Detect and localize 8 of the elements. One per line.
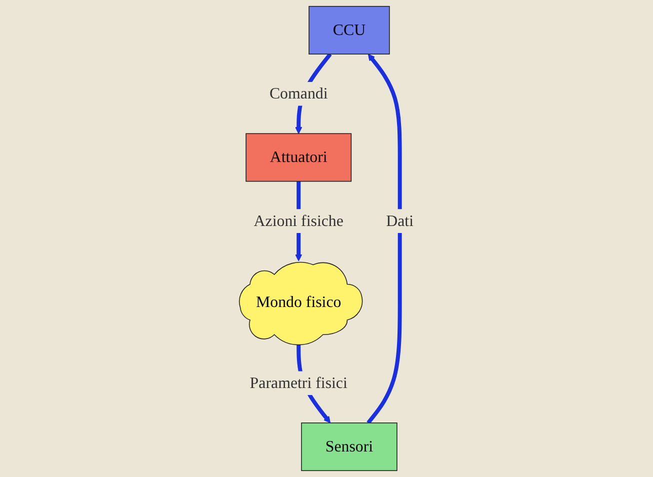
- node-box: CCU: [308, 6, 390, 54]
- edge-label: Parametri fisici: [250, 374, 348, 392]
- edge-label: Comandi: [269, 85, 328, 103]
- node-box: Sensori: [301, 422, 398, 472]
- edge-label: Dati: [386, 212, 414, 230]
- node-box: Attuatori: [246, 133, 352, 182]
- arrow: [366, 54, 402, 424]
- edge-label: Azioni fisiche: [254, 212, 344, 230]
